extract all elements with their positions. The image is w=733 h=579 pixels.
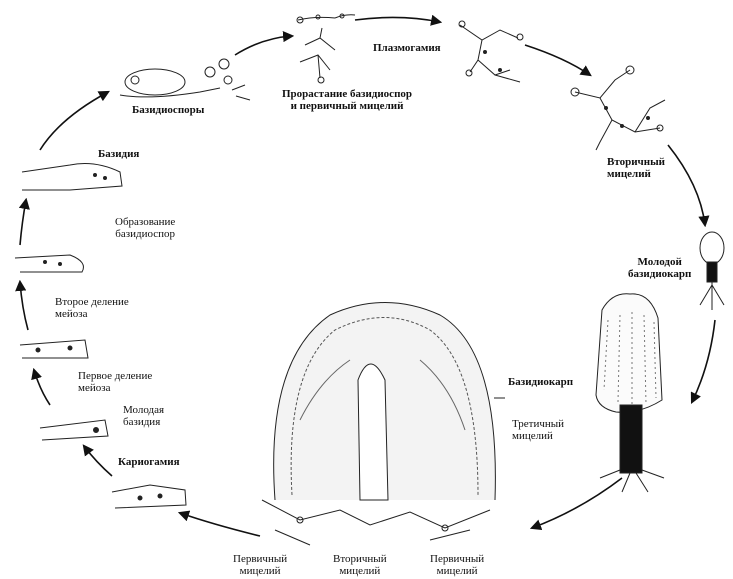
label-spore-formation: Образование базидиоспор [115,216,175,240]
basidiospores-illustration [120,59,250,100]
spore-formation-cell [15,255,84,272]
arrow-germination-to-plasmogamy [355,17,440,22]
label-basidium: Базидия [98,148,139,160]
arrow-basidium-to-first [34,370,50,405]
arrow-young-to-mature [692,320,715,402]
basidiocarp-cross-section [262,303,505,546]
label-primary-mycelium-left: Первичный мицелий [233,553,287,577]
plasmogamy-illustration [459,21,523,82]
label-basidiocarp: Базидиокарп [508,376,573,388]
arrow-second-to-spores [20,200,26,245]
label-basidiospores: Базидиоспоры [132,104,204,116]
arrow-plasmogamy-to-secondary [525,45,590,75]
basidium-cell [22,164,122,190]
label-primary-mycelium-right: Первичный мицелий [430,553,484,577]
label-secondary-mycelium-top: Вторичный мицелий [607,156,665,180]
label-second-division: Второе деление мейоза [55,296,129,320]
secondary-mycelium-illustration [571,66,665,150]
germinating-spores-illustration [297,14,355,83]
arrow-spores-to-germination [235,36,292,55]
mature-basidiocarp-illustration [596,294,664,492]
label-young-basidiocarp: Молодой базидиокарп [628,256,691,280]
arrow-secondary-to-young [668,145,705,225]
arrow-karyogamy-to-young-basidium [84,446,112,476]
label-karyogamy: Кариогамия [118,456,180,468]
arrow-basidium-to-basidiospores [40,92,108,150]
young-basidiocarp-illustration [700,232,724,310]
label-secondary-mycelium-bottom: Вторичный мицелий [333,553,387,577]
arrow-mature-to-mycelium [532,478,622,528]
label-tertiary-mycelium: Третичный мицелий [512,418,564,442]
label-first-division: Первое деление мейоза [78,370,152,394]
label-plasmogamy: Плазмогамия [373,42,441,54]
arrow-first-to-second [20,282,28,330]
arrow-mycelium-to-karyogamy [180,513,260,536]
label-germination: Прорастание базидиоспор и первичный мице… [282,88,412,112]
label-young-basidium: Молодая базидия [123,404,164,428]
second-division-cell [20,340,88,358]
karyogamy-cell [112,485,186,508]
